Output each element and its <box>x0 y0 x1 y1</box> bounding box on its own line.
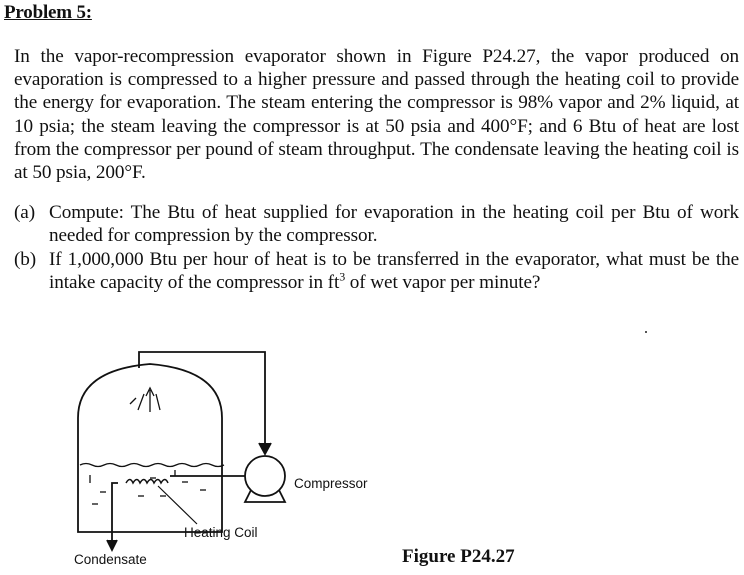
part-b: (b) If 1,000,000 Btu per hour of heat is… <box>14 248 739 294</box>
vapor-rise-mark <box>145 386 155 397</box>
compressor-base <box>243 489 287 503</box>
part-a: (a) Compute: The Btu of heat supplied fo… <box>14 201 739 247</box>
part-b-text-end: of wet vapor per minute? <box>345 272 541 294</box>
part-a-marker: (a) <box>14 202 35 223</box>
liquid-level <box>79 462 225 468</box>
heating-coil-label: Heating Coil <box>184 525 258 540</box>
problem-statement: In the vapor-recompression evaporator sh… <box>14 46 739 184</box>
part-b-text-main: If 1,000,000 Btu per hour of heat is to … <box>49 249 739 294</box>
evaporator-diagram <box>77 351 287 553</box>
condensate-label: Condensate <box>74 552 147 567</box>
condensate-arrowhead <box>106 539 118 553</box>
part-a-text: Compute: The Btu of heat supplied for ev… <box>49 202 739 247</box>
part-b-text: If 1,000,000 Btu per hour of heat is to … <box>14 248 739 294</box>
compressor-label: Compressor <box>294 476 368 491</box>
coil-outlet-line <box>111 482 118 532</box>
evaporator-vessel <box>77 363 223 533</box>
problem-heading: Problem 5: <box>4 2 92 23</box>
heating-coil-icon <box>125 478 169 485</box>
vapor-rise-mark <box>129 397 137 405</box>
scan-speck <box>645 331 647 333</box>
evaporator-figure: Compressor Heating Coil Condensate Figur… <box>0 300 744 575</box>
vapor-arrowhead <box>258 442 272 456</box>
vapor-rise-mark <box>137 393 145 411</box>
part-b-marker: (b) <box>14 249 37 270</box>
vapor-line <box>138 351 266 452</box>
vapor-rise-mark <box>155 393 161 411</box>
part-b-superscript: 3 <box>339 269 346 284</box>
heating-coil-leader <box>157 485 198 525</box>
figure-caption: Figure P24.27 <box>402 546 515 567</box>
